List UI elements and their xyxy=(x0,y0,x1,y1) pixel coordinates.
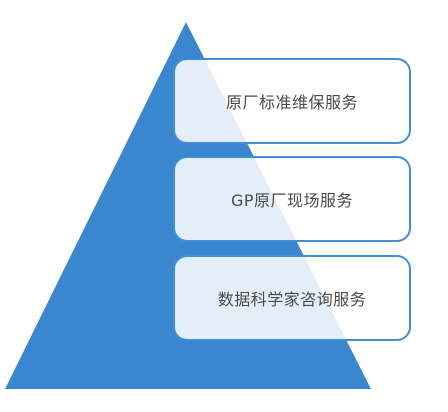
tier-label-bottom: 数据科学家咨询服务 xyxy=(217,290,367,309)
tier-card-top: 原厂标准维保服务 xyxy=(173,58,411,144)
tier-card-middle: GP原厂现场服务 xyxy=(173,156,411,242)
tier-label-middle: GP原厂现场服务 xyxy=(230,191,354,210)
tier-card-bottom: 数据科学家咨询服务 xyxy=(173,255,411,341)
tier-label-top: 原厂标准维保服务 xyxy=(225,93,358,112)
